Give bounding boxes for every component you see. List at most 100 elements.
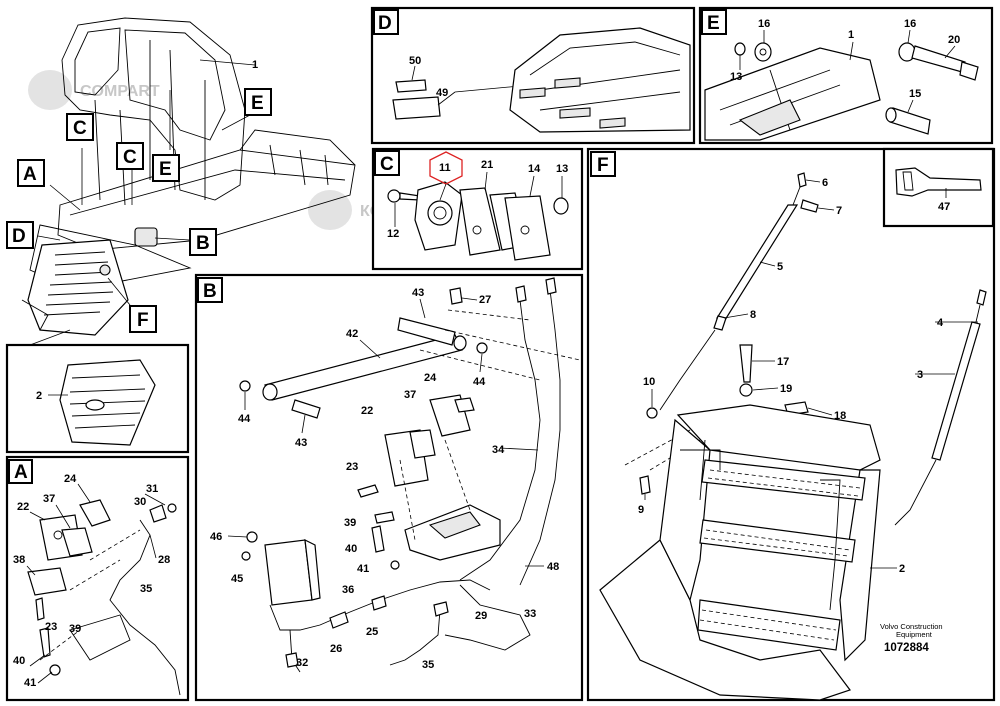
panel-d-tag: D xyxy=(373,9,399,35)
svg-text:B: B xyxy=(203,281,217,302)
panel-b-callout-40: 40 xyxy=(345,543,357,555)
panel-b-callout-26: 26 xyxy=(330,643,342,655)
panel-e-callout-16b: 16 xyxy=(904,18,916,30)
panel-b-callout-34: 34 xyxy=(492,444,505,456)
panel-f-callout-6: 6 xyxy=(822,177,828,189)
panel-b-callout-23: 23 xyxy=(346,461,358,473)
panel-c-callout-11: 11 xyxy=(439,162,451,174)
panel-c-callout-12: 12 xyxy=(387,228,399,240)
panel-47-callout-47: 47 xyxy=(938,201,950,213)
svg-text:C: C xyxy=(380,154,394,175)
inset-step-guard: 2 xyxy=(5,343,190,454)
overview-tag-b: B xyxy=(189,228,217,256)
panel-b-callout-44a: 44 xyxy=(473,376,486,388)
overview-callout-1: 1 xyxy=(252,59,258,71)
panel-f-callout-8: 8 xyxy=(750,309,756,321)
panel-b-callout-48: 48 xyxy=(547,561,559,573)
panel-f-callout-18: 18 xyxy=(834,410,846,422)
panel-f: F 6 7 xyxy=(586,147,996,702)
svg-text:A: A xyxy=(14,462,28,483)
panel-b-callout-41: 41 xyxy=(357,563,369,575)
panel-e-tag: E xyxy=(701,9,727,35)
overview-tag-f: F xyxy=(129,305,157,333)
svg-text:F: F xyxy=(597,155,609,176)
panel-e-callout-1: 1 xyxy=(848,29,854,41)
panel-f-callout-9: 9 xyxy=(638,504,644,516)
panel-b-callout-42: 42 xyxy=(346,328,358,340)
svg-text:D: D xyxy=(378,13,392,34)
panel-c-callout-21: 21 xyxy=(481,159,493,171)
panel-b-callout-45: 45 xyxy=(231,573,243,585)
inset-callout-2: 2 xyxy=(36,390,42,402)
svg-text:E: E xyxy=(251,93,264,114)
overview-tag-d: D xyxy=(6,221,34,249)
panel-b-callout-22: 22 xyxy=(361,405,373,417)
footer-doc-number: 1072884 xyxy=(884,642,929,654)
svg-text:A: A xyxy=(23,164,37,185)
panel-b-callout-35: 35 xyxy=(422,659,434,671)
panel-b-callout-46: 46 xyxy=(210,531,222,543)
panel-a-callout-24: 24 xyxy=(64,473,77,485)
panel-b-callout-36: 36 xyxy=(342,584,354,596)
panel-f-callout-3: 3 xyxy=(917,369,923,381)
panel-c: C 11 21 14 13 12 xyxy=(371,147,584,271)
footer-brand-line2: Equipment xyxy=(896,630,933,639)
panel-b-callout-32: 32 xyxy=(296,657,308,669)
panel-f-callout-7: 7 xyxy=(836,205,842,217)
panel-c-callout-14: 14 xyxy=(528,163,541,175)
svg-text:COMPART: COMPART xyxy=(80,83,160,100)
panel-f-callout-17: 17 xyxy=(777,356,789,368)
panel-a-callout-23: 23 xyxy=(45,621,57,633)
panel-a-callout-38: 38 xyxy=(13,554,25,566)
panel-a-callout-37: 37 xyxy=(43,493,55,505)
overview-tag-a: A xyxy=(17,159,45,187)
overview-illustration: 1 C E A C E D B F xyxy=(6,17,356,346)
panel-a-callout-30: 30 xyxy=(134,496,146,508)
panel-e: E 16 13 1 16 20 15 xyxy=(698,6,994,145)
svg-text:E: E xyxy=(159,159,172,180)
panel-f-callout-2: 2 xyxy=(899,563,905,575)
step-perforations xyxy=(699,469,861,641)
panel-b-callout-33: 33 xyxy=(524,608,536,620)
svg-text:F: F xyxy=(137,310,149,331)
panel-f-callout-10: 10 xyxy=(643,376,655,388)
panel-a-callout-39: 39 xyxy=(69,623,81,635)
panel-f-tag: F xyxy=(590,151,616,177)
panel-f-callout-5: 5 xyxy=(777,261,783,273)
panel-e-callout-15: 15 xyxy=(909,88,921,100)
panel-c-tag: C xyxy=(374,150,400,176)
panel-c-callout-13: 13 xyxy=(556,163,568,175)
svg-text:B: B xyxy=(196,233,210,254)
panel-f-callout-19: 19 xyxy=(780,383,792,395)
panel-47: 47 xyxy=(882,147,995,228)
overview-step-grille xyxy=(43,251,114,316)
panel-a-callout-35: 35 xyxy=(140,583,152,595)
panel-b-callout-29: 29 xyxy=(475,610,487,622)
panel-e-callout-16a: 16 xyxy=(758,18,770,30)
panel-f-callout-4: 4 xyxy=(937,317,944,329)
panel-d: D 50 49 xyxy=(370,6,696,145)
svg-text:E: E xyxy=(707,13,720,34)
panel-b-callout-24: 24 xyxy=(424,372,437,384)
panel-e-callout-20: 20 xyxy=(948,34,960,46)
panel-a-tag: A xyxy=(8,459,33,484)
panel-b-callout-27: 27 xyxy=(479,294,491,306)
svg-text:C: C xyxy=(73,118,87,139)
panel-b-callout-25: 25 xyxy=(366,626,378,638)
overview-tag-c1: C xyxy=(66,113,94,141)
panel-d-callout-49: 49 xyxy=(436,87,448,99)
svg-text:D: D xyxy=(12,226,26,247)
panel-e-callout-13: 13 xyxy=(730,71,742,83)
panel-a-callout-28: 28 xyxy=(158,554,170,566)
panel-a: A 24 31 22 37 30 28 38 35 23 39 40 41 xyxy=(5,455,190,702)
panel-b-callout-43a: 43 xyxy=(412,287,424,299)
panel-b-callout-37: 37 xyxy=(404,389,416,401)
svg-text:C: C xyxy=(123,147,137,168)
panel-b-callout-43b: 43 xyxy=(295,437,307,449)
footer-brand-line1: Volvo Construction xyxy=(880,622,943,631)
panel-b-callout-39: 39 xyxy=(344,517,356,529)
watermark-logo-1: COMPART xyxy=(28,70,160,110)
panel-b-tag: B xyxy=(197,277,223,303)
panel-a-callout-40: 40 xyxy=(13,655,25,667)
